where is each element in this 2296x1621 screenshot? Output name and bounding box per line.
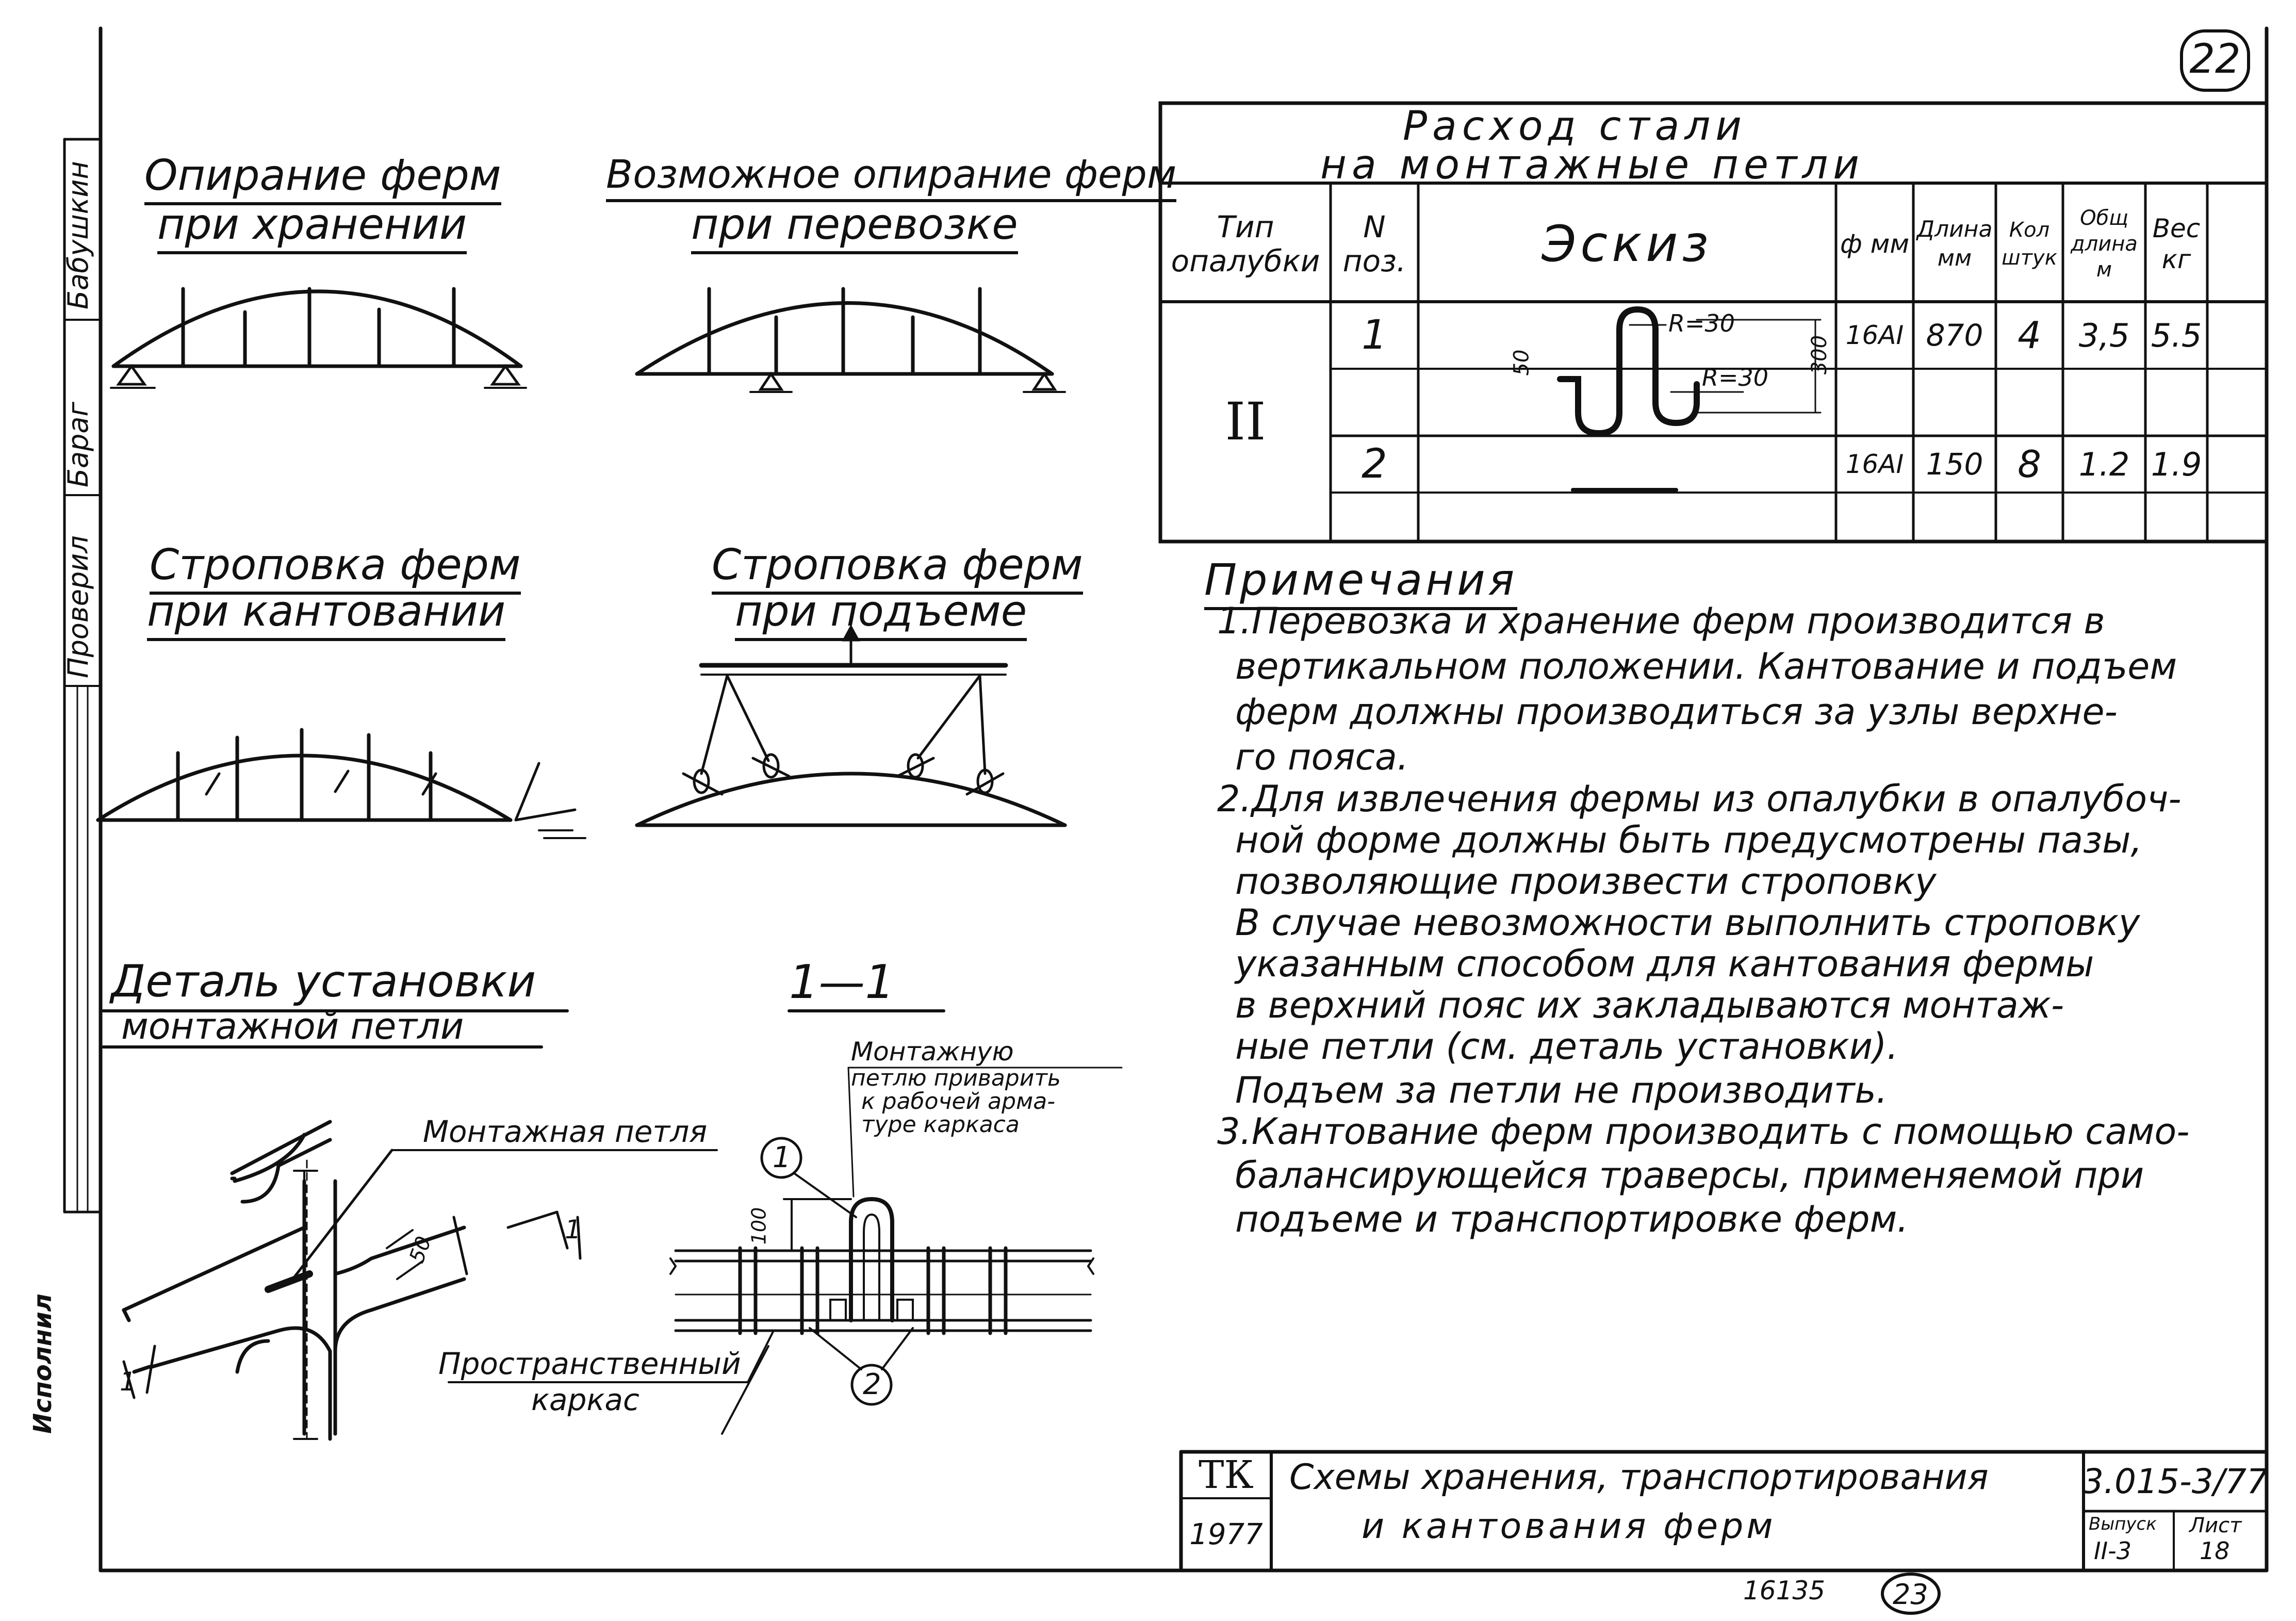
note-line: го пояса. bbox=[1235, 736, 1409, 778]
note-line: вертикальном положении. Кантование и под… bbox=[1235, 645, 2177, 687]
header-weight: Вес кг bbox=[2152, 213, 2201, 274]
row2-weight: 1.9 bbox=[2151, 445, 2202, 483]
transport-title-1: Возможное опирание ферм bbox=[606, 151, 1177, 202]
bottom-number: 16135 bbox=[1743, 1576, 1826, 1606]
cage-label-2: каркас bbox=[531, 1382, 639, 1417]
stamp-role-3: Бараг bbox=[62, 402, 94, 487]
issue-label: Выпуск bbox=[2089, 1514, 2157, 1534]
weld-note-4: туре каркаса bbox=[861, 1111, 1020, 1138]
weld-note-3: к рабочей арма- bbox=[861, 1088, 1056, 1115]
row1-pos: 1 bbox=[1362, 312, 1387, 358]
marker-1: 1 bbox=[773, 1141, 791, 1174]
type-value: II bbox=[1225, 391, 1266, 452]
page-number: 22 bbox=[2189, 36, 2241, 83]
row2-pos: 2 bbox=[1362, 441, 1387, 487]
section-title: 1—1 bbox=[789, 955, 895, 1009]
row2-total: 1.2 bbox=[2078, 445, 2130, 483]
note-line: ной форме должны быть предусмотрены пазы… bbox=[1235, 819, 2142, 861]
sheet-value: 18 bbox=[2200, 1537, 2230, 1565]
header-dia: ф мм bbox=[1840, 228, 1910, 259]
weld-note-1: Монтажную bbox=[851, 1037, 1014, 1067]
marker-2: 2 bbox=[863, 1368, 881, 1401]
issue-value: II-3 bbox=[2094, 1537, 2131, 1565]
year: 1977 bbox=[1189, 1517, 1263, 1551]
row1-weight: 5.5 bbox=[2151, 316, 2202, 354]
org-code: ТК bbox=[1199, 1453, 1254, 1497]
notes-heading: Примечания bbox=[1204, 554, 1518, 610]
detail-title-2: монтажной петли bbox=[121, 1005, 464, 1047]
cage-label-1: Пространственный bbox=[438, 1346, 741, 1381]
header-sketch: Эскиз bbox=[1541, 215, 1713, 273]
loop-label: Монтажная петля bbox=[423, 1114, 708, 1149]
lift-title-2: при подъеме bbox=[735, 587, 1027, 641]
header-pos: N поз. bbox=[1342, 209, 1406, 279]
transport-title-2: при перевозке bbox=[691, 200, 1018, 254]
lift-title-1: Строповка ферм bbox=[712, 541, 1083, 595]
note-line: ные петли (см. деталь установки). bbox=[1235, 1025, 1898, 1068]
note-line: подъеме и транспортировке ферм. bbox=[1235, 1198, 1909, 1240]
table-title-1: Расход стали bbox=[1403, 103, 1747, 150]
note-line: балансирующейся траверсы, применяемой пр… bbox=[1235, 1154, 2144, 1197]
storage-title-1: Опирание ферм bbox=[144, 151, 501, 205]
row2-length: 150 bbox=[1926, 447, 1983, 482]
sheet-label: Лист bbox=[2189, 1514, 2242, 1537]
stamp-role-2: Проверил bbox=[62, 535, 94, 678]
sketch-r1: R=30 bbox=[1668, 309, 1735, 337]
header-length: Длина мм bbox=[1916, 216, 1993, 271]
table-title-2: на монтажные петли bbox=[1320, 142, 1864, 188]
weld-note-2: петлю приварить bbox=[851, 1065, 1061, 1091]
note-line: Подъем за петли не производить. bbox=[1235, 1069, 1888, 1111]
row1-dia: 16АI bbox=[1845, 320, 1904, 350]
row2-dia: 16АI bbox=[1845, 449, 1904, 479]
sheet-title-1: Схемы хранения, транспортирования bbox=[1289, 1457, 1989, 1498]
dim-100: 100 bbox=[747, 1207, 770, 1245]
section-mark-left: 1 bbox=[120, 1367, 136, 1397]
row1-total: 3,5 bbox=[2078, 316, 2130, 354]
sketch-h50: 50 bbox=[1510, 349, 1534, 376]
row1-length: 870 bbox=[1926, 318, 1983, 353]
note-line: 2.Для извлечения фермы из опалубки в опа… bbox=[1217, 778, 2182, 820]
note-line: в верхний пояс их закладываются монтаж- bbox=[1235, 984, 2064, 1026]
row1-count: 4 bbox=[2018, 314, 2041, 357]
sketch-r2: R=30 bbox=[1702, 364, 1769, 391]
sketch-h300: 300 bbox=[1808, 335, 1832, 375]
header-type: Тип опалубки bbox=[1171, 209, 1320, 279]
header-total: Общ длина м bbox=[2071, 206, 2138, 282]
doc-code: 3.015-3/77 bbox=[2082, 1462, 2268, 1501]
bottom-circle-number: 23 bbox=[1893, 1578, 1928, 1611]
note-line: ферм должны производиться за узлы верхне… bbox=[1235, 691, 2118, 733]
row2-count: 8 bbox=[2018, 443, 2041, 486]
stamp-bottom-label: Исполнил bbox=[28, 1293, 57, 1434]
storage-title-2: при хранении bbox=[157, 200, 467, 254]
note-line: В случае невозможности выполнить стропов… bbox=[1235, 902, 2140, 944]
note-line: позволяющие произвести строповку bbox=[1235, 860, 1937, 903]
note-line: 3.Кантование ферм производить с помощью … bbox=[1217, 1110, 2190, 1153]
detail-title-1: Деталь установки bbox=[111, 956, 536, 1007]
sheet-title-2: и кантования ферм bbox=[1362, 1506, 1776, 1547]
tilt-title-2: при кантовании bbox=[147, 587, 506, 641]
note-line: 1.Перевозка и хранение ферм производится… bbox=[1217, 600, 2105, 642]
stamp-role-1: Бабушкин bbox=[62, 161, 94, 309]
section-mark-right: 1 bbox=[565, 1215, 581, 1245]
note-line: указанным способом для кантования фермы bbox=[1235, 943, 2094, 985]
tilt-title-1: Строповка ферм bbox=[150, 541, 521, 595]
header-count: Кол штук bbox=[2002, 218, 2057, 270]
